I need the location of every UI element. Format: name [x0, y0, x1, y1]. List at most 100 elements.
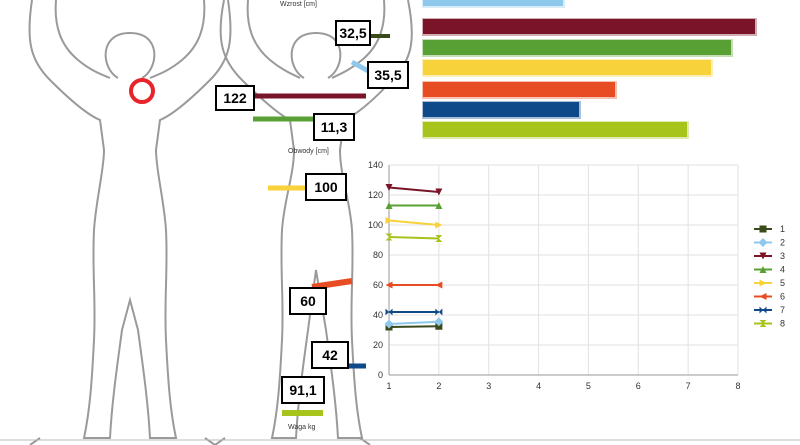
x-tick-label: 5	[586, 381, 591, 391]
series-line-8	[388, 236, 439, 240]
series-point-6	[435, 281, 443, 289]
series-5	[385, 217, 443, 229]
y-tick-label: 120	[368, 190, 383, 200]
series-point-8	[385, 233, 393, 241]
series-point-8	[435, 235, 443, 242]
horizontal-bar-chart	[422, 0, 757, 139]
svg-text:32,5: 32,5	[339, 25, 366, 41]
y-tick-label: 0	[378, 370, 383, 380]
measurement-tapes	[252, 34, 390, 416]
svg-text:42: 42	[322, 347, 338, 363]
legend-item-3: 3	[754, 251, 785, 261]
series-point-3	[385, 184, 393, 191]
value-box-7: 42	[311, 341, 349, 369]
series-point-3	[435, 188, 443, 196]
legend-label: 8	[780, 319, 785, 329]
legend-item-4: 4	[754, 265, 785, 275]
y-tick-label: 60	[373, 280, 383, 290]
line-chart-grid	[388, 164, 739, 376]
legend-item-2: 2	[754, 238, 785, 248]
series-4	[385, 202, 443, 209]
silhouette-side	[214, 0, 413, 445]
svg-text:122: 122	[223, 90, 247, 106]
svg-text:60: 60	[300, 293, 316, 309]
legend-marker	[759, 279, 767, 287]
series-point-7	[385, 308, 393, 316]
weight-caption: Waga kg	[288, 424, 315, 431]
line-chart-series	[384, 184, 444, 331]
legend-label: 7	[780, 305, 785, 315]
svg-text:91,1: 91,1	[289, 382, 316, 398]
hbar-6	[423, 102, 579, 117]
value-box-2: 35,5	[367, 61, 409, 89]
svg-text:100: 100	[314, 179, 338, 195]
line-chart: 0 20 40 60 80 100 120 140 1 2 3 4 5 6 7 8 1 2 3 4 5 6 7 8	[368, 160, 785, 391]
legend-label: 4	[780, 265, 785, 275]
y-tick-label: 40	[373, 310, 383, 320]
x-tick-label: 3	[486, 381, 491, 391]
series-6	[385, 281, 443, 289]
value-box-4: 11,3	[313, 113, 355, 141]
x-tick-label: 2	[436, 381, 441, 391]
hbar-5	[423, 82, 615, 97]
series-point-5	[435, 221, 443, 229]
legend-item-8: 8	[754, 319, 785, 329]
legend-marker	[759, 320, 767, 327]
x-tick-label: 1	[386, 381, 391, 391]
series-line-5	[388, 219, 439, 226]
svg-text:11,3: 11,3	[321, 119, 348, 135]
legend-item-1: 1	[754, 224, 785, 234]
series-2	[384, 317, 444, 329]
legend-label: 5	[780, 278, 785, 288]
legend-item-5: 5	[754, 278, 785, 288]
legend-label: 6	[780, 292, 785, 302]
hbar-7	[423, 122, 687, 137]
legend-marker	[759, 293, 767, 300]
value-box-1: 32,5	[335, 20, 371, 46]
hbar-1	[423, 0, 563, 6]
legend-item-7: 7	[754, 305, 785, 315]
series-point-2	[434, 317, 444, 327]
x-tick-label: 4	[536, 381, 541, 391]
series-7	[385, 308, 443, 316]
series-line-1	[388, 325, 439, 328]
value-boxes: 32,5 35,5 122 11,3 100 60 42 91,1	[215, 20, 409, 404]
legend-marker	[759, 306, 767, 314]
circumference-caption: Obwody [cm]	[288, 148, 329, 155]
x-tick-label: 6	[636, 381, 641, 391]
legend-marker	[759, 225, 767, 233]
y-tick-label: 140	[368, 160, 383, 170]
legend-label: 2	[780, 238, 785, 248]
y-tick-label: 100	[368, 220, 383, 230]
series-point-2	[384, 319, 394, 329]
series-point-4	[385, 202, 393, 209]
legend-marker	[759, 266, 767, 273]
y-tick-label: 80	[373, 250, 383, 260]
x-tick-label: 8	[735, 381, 740, 391]
y-tick-label: 20	[373, 340, 383, 350]
series-point-7	[435, 308, 443, 316]
series-line-3	[388, 186, 439, 193]
hbar-2	[423, 19, 755, 34]
value-box-5: 100	[305, 173, 347, 201]
silhouette-front	[28, 0, 232, 445]
value-box-8: 91,1	[281, 376, 325, 404]
svg-text:35,5: 35,5	[374, 67, 401, 83]
x-tick-label: 7	[686, 381, 691, 391]
legend-label: 1	[780, 224, 785, 234]
legend-label: 3	[780, 251, 785, 261]
legend-item-6: 6	[754, 292, 785, 302]
target-marker	[129, 78, 155, 104]
line-chart-legend: 1 2 3 4 5 6 7 8	[754, 224, 785, 329]
height-caption: Wzrost [cm]	[280, 1, 317, 8]
hbar-3	[423, 40, 731, 55]
value-box-6: 60	[289, 287, 327, 315]
tape-6	[311, 278, 353, 290]
series-point-5	[385, 217, 393, 224]
series-8	[385, 233, 443, 242]
series-3	[385, 184, 443, 196]
series-point-4	[435, 202, 443, 209]
value-box-3: 122	[215, 85, 255, 111]
hbar-4	[423, 60, 711, 75]
